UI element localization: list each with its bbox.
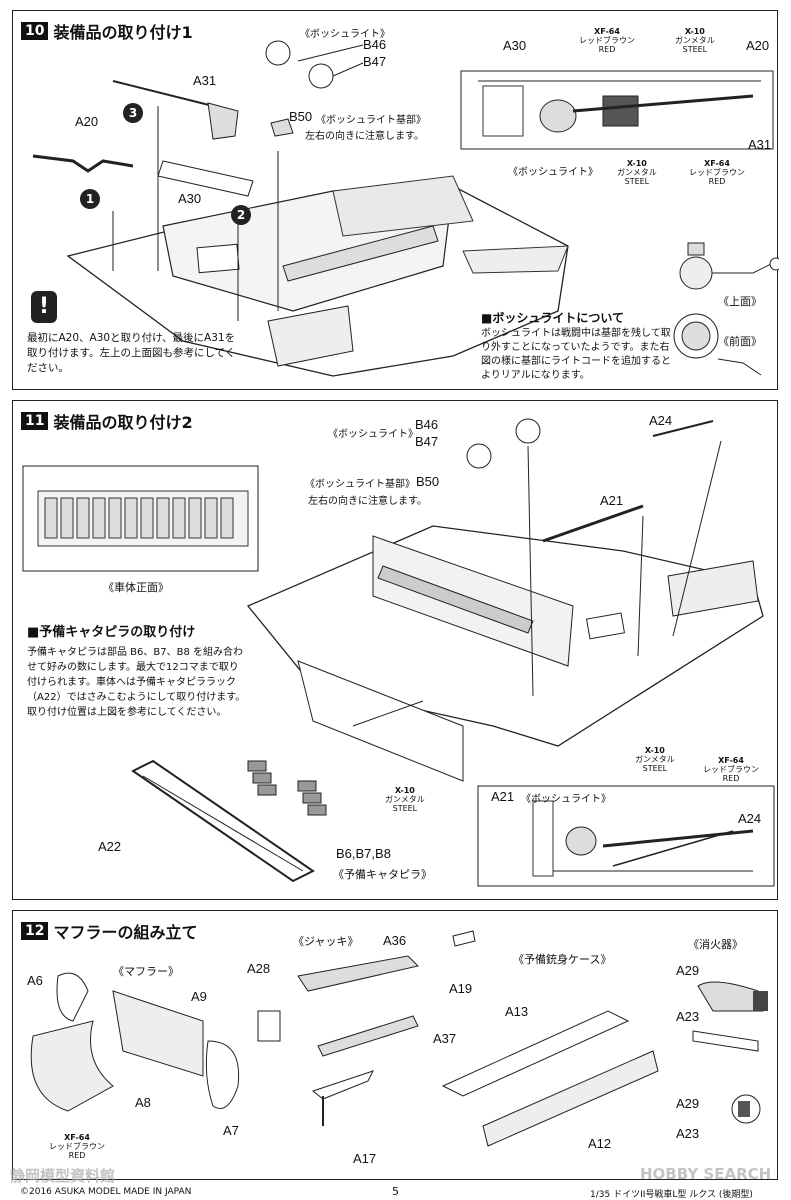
caution-icon: ! bbox=[31, 291, 57, 323]
part-b47-label: B47 bbox=[415, 434, 439, 449]
part-a29-detail-label: A29 bbox=[676, 1096, 700, 1111]
step-12-drawing bbox=[30, 930, 768, 1147]
product-name: 1/35 ドイツII号戦車L型 ルクス (後期型) bbox=[590, 1190, 753, 1200]
inset-a20-label: A20 bbox=[746, 38, 770, 53]
step-order-2: 2 bbox=[231, 205, 251, 225]
orientation-note: 左右の向きに注意します。 bbox=[305, 131, 424, 142]
part-a23-label: A23 bbox=[676, 1009, 700, 1024]
step-title: 装備品の取り付け2 bbox=[53, 413, 193, 432]
part-a30-label: A30 bbox=[178, 191, 202, 206]
step-order-3: 3 bbox=[123, 103, 143, 123]
step-11-drawing bbox=[22, 418, 775, 887]
part-a7-label: A7 bbox=[223, 1123, 239, 1138]
inset-a30-label: A30 bbox=[503, 38, 527, 53]
part-a22-label: A22 bbox=[98, 839, 122, 854]
spare-track-title: ■予備キャタピラの取り付け bbox=[27, 625, 196, 640]
step-11-panel: 11 装備品の取り付け2 bbox=[12, 400, 778, 900]
bosch-base-label: 《ボッシュライト基部》 bbox=[316, 115, 426, 126]
part-a9-label: A9 bbox=[191, 989, 207, 1004]
watermark-right: HOBBY SEARCH bbox=[640, 1165, 772, 1183]
inset-a24-label: A24 bbox=[738, 811, 762, 826]
step-11-heading: 11 装備品の取り付け2 bbox=[21, 409, 193, 433]
part-a24-label: A24 bbox=[649, 413, 673, 428]
part-a28-label: A28 bbox=[247, 961, 271, 976]
step-order-1: 1 bbox=[80, 189, 100, 209]
about-bosch-title: ■ボッシュライトについて bbox=[481, 311, 624, 325]
part-b50-label: B50 bbox=[289, 109, 313, 124]
part-a21-label: A21 bbox=[600, 493, 624, 508]
step-12-panel: 12 マフラーの組み立て 《マフラー》 《ジャッキ》 《予備銃身ケース》 《消火… bbox=[12, 910, 778, 1180]
front-view-label: 《前面》 bbox=[718, 335, 762, 348]
step-title: 装備品の取り付け1 bbox=[53, 23, 193, 42]
top-view-label: 《上面》 bbox=[718, 295, 762, 308]
part-a37-label: A37 bbox=[433, 1031, 457, 1046]
front-view-label: 《車体正面》 bbox=[103, 581, 169, 594]
barrel-case-label: 《予備銃身ケース》 bbox=[513, 953, 612, 966]
about-bosch-text: ボッシュライトは戦闘中は基部を残して取り外すことになっていたようです。また右図の… bbox=[481, 328, 671, 381]
part-b50-label: B50 bbox=[416, 474, 440, 489]
part-a13-label: A13 bbox=[505, 1004, 529, 1019]
part-a6-label: A6 bbox=[27, 973, 43, 988]
track-name-label: 《予備キャタピラ》 bbox=[333, 868, 432, 881]
track-parts-label: B6,B7,B8 bbox=[336, 846, 391, 861]
part-a31-label: A31 bbox=[193, 73, 217, 88]
step-title: マフラーの組み立て bbox=[53, 923, 198, 942]
step-number: 10 bbox=[21, 22, 49, 40]
orientation-note: 左右の向きに注意します。 bbox=[308, 496, 427, 507]
step-10-panel: 10 装備品の取り付け1 bbox=[12, 10, 779, 390]
part-a17-label: A17 bbox=[353, 1151, 377, 1166]
step-10-heading: 10 装備品の取り付け1 bbox=[21, 19, 193, 43]
step-12-heading: 12 マフラーの組み立て bbox=[21, 919, 198, 943]
part-a12-label: A12 bbox=[588, 1136, 612, 1151]
part-a19-label: A19 bbox=[449, 981, 473, 996]
inset-a21-label: A21 bbox=[491, 789, 515, 804]
page-number: 5 bbox=[392, 1185, 399, 1198]
part-a20-label: A20 bbox=[75, 114, 99, 129]
jack-label: 《ジャッキ》 bbox=[293, 935, 359, 948]
part-b46-label: B46 bbox=[415, 417, 439, 432]
muffler-label: 《マフラー》 bbox=[113, 965, 179, 978]
bosch-light-label: 《ボッシュライト》 bbox=[328, 429, 418, 440]
inset-bosch-label: 《ボッシュライト》 bbox=[508, 167, 598, 178]
caution-text: 最初にA20、A30と取り付け、最後にA31を取り付けます。左上の上面図も参考に… bbox=[27, 332, 236, 374]
part-a8-label: A8 bbox=[135, 1095, 151, 1110]
spare-track-text: 予備キャタピラは部品 B6、B7、B8 を組み合わせて好みの数にします。最大で1… bbox=[27, 647, 246, 718]
bosch-base-label: 《ボッシュライト基部》 bbox=[305, 479, 415, 490]
step-number: 11 bbox=[21, 412, 49, 430]
part-a29-label: A29 bbox=[676, 963, 700, 978]
inset-bosch-label: 《ボッシュライト》 bbox=[521, 794, 611, 805]
copyright: ©2016 ASUKA MODEL MADE IN JAPAN bbox=[20, 1187, 192, 1197]
part-a36-label: A36 bbox=[383, 933, 407, 948]
extinguisher-label: 《消火器》 bbox=[688, 938, 743, 951]
step-number: 12 bbox=[21, 922, 49, 940]
part-b46-label: B46 bbox=[363, 37, 387, 52]
part-b47-label: B47 bbox=[363, 54, 387, 69]
inset-a31-label: A31 bbox=[748, 137, 772, 152]
watermark-left: 静岡模型資料館 bbox=[10, 1167, 116, 1185]
part-a23-detail-label: A23 bbox=[676, 1126, 700, 1141]
bosch-light-label: 《ボッシュライト》 bbox=[300, 29, 390, 40]
step-10-drawing bbox=[32, 40, 779, 377]
